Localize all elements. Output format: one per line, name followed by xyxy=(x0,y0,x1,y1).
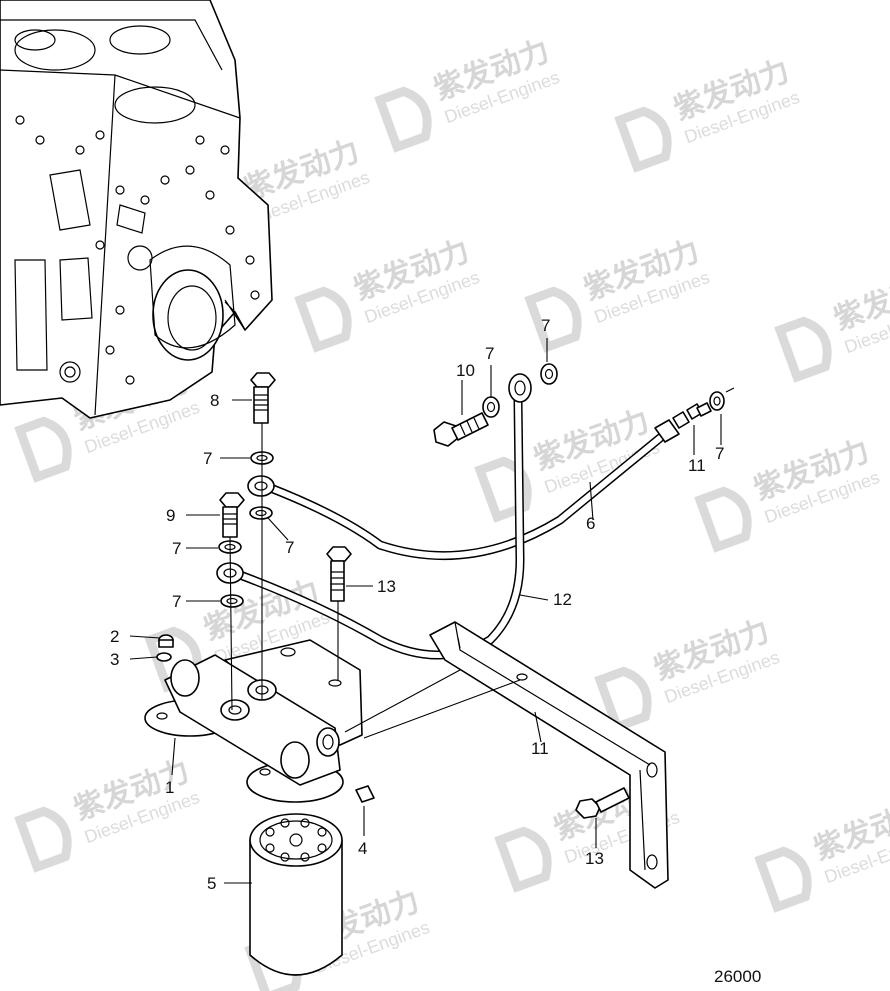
callout-8: 10 xyxy=(456,361,475,380)
callout-7: 7 xyxy=(715,444,724,463)
watermark-tile: 紫发动力 Diesel-Engines xyxy=(694,434,882,553)
callout-2: 2 xyxy=(110,627,119,646)
callout-1: 1 xyxy=(165,778,174,797)
callout-8: 8 xyxy=(210,391,219,410)
callout-7: 7 xyxy=(485,344,494,363)
watermark-tile: 紫发动力 Diesel-Engines xyxy=(594,614,782,733)
union-9 xyxy=(696,402,712,417)
oil-filter-housing-1 xyxy=(144,639,363,803)
bracket-11 xyxy=(429,621,669,889)
callout-5: 5 xyxy=(207,874,216,893)
callout-7: 7 xyxy=(285,538,294,557)
callout-6: 6 xyxy=(586,514,595,533)
callout-8: 9 xyxy=(166,506,175,525)
watermark-tile: 紫发动力 Diesel-Engines xyxy=(14,754,202,873)
watermark-tile: 紫发动力 Diesel-Engines xyxy=(754,794,890,913)
callout-7: 7 xyxy=(172,539,181,558)
banjo-bolt-8-upper xyxy=(250,372,276,424)
bolt-13 xyxy=(575,787,630,819)
bolt-12 xyxy=(326,546,352,602)
callout-7: 7 xyxy=(541,316,550,335)
watermark-tile: 紫发动力 Diesel-Engines xyxy=(774,264,890,383)
callout-labels: 8 7 9 7 7 7 10 7 7 11 7 6 13 12 11 2 3 1… xyxy=(110,316,761,986)
oil-pipe-10 xyxy=(235,373,532,660)
banjo-bolt-8-left xyxy=(219,492,245,538)
engine-block xyxy=(0,0,273,419)
watermark-tile: 紫发动力 Diesel-Engines xyxy=(614,54,802,173)
callout-13: 13 xyxy=(585,849,604,868)
watermark-tile: 紫发动力 Diesel-Engines xyxy=(294,234,482,353)
callout-3: 3 xyxy=(110,650,119,669)
callout-9: 11 xyxy=(688,456,706,475)
plug-2 xyxy=(158,634,174,648)
callout-7: 7 xyxy=(172,592,181,611)
banjo-bolt-8-right xyxy=(433,412,489,447)
leader-lines xyxy=(129,338,735,884)
drawing-number: 26000 xyxy=(714,967,761,986)
callout-11: 11 xyxy=(531,739,549,758)
plug-4 xyxy=(355,785,375,803)
callout-4: 4 xyxy=(358,839,367,858)
callout-12: 13 xyxy=(377,577,396,596)
callout-10: 12 xyxy=(553,590,572,609)
callout-7: 7 xyxy=(203,449,212,468)
watermark-tile: 紫发动力 Diesel-Engines xyxy=(524,234,712,353)
oil-filter-5 xyxy=(249,813,343,976)
assembly-lines xyxy=(229,423,521,739)
watermark-tile: 紫发动力 Diesel-Engines xyxy=(374,34,562,153)
